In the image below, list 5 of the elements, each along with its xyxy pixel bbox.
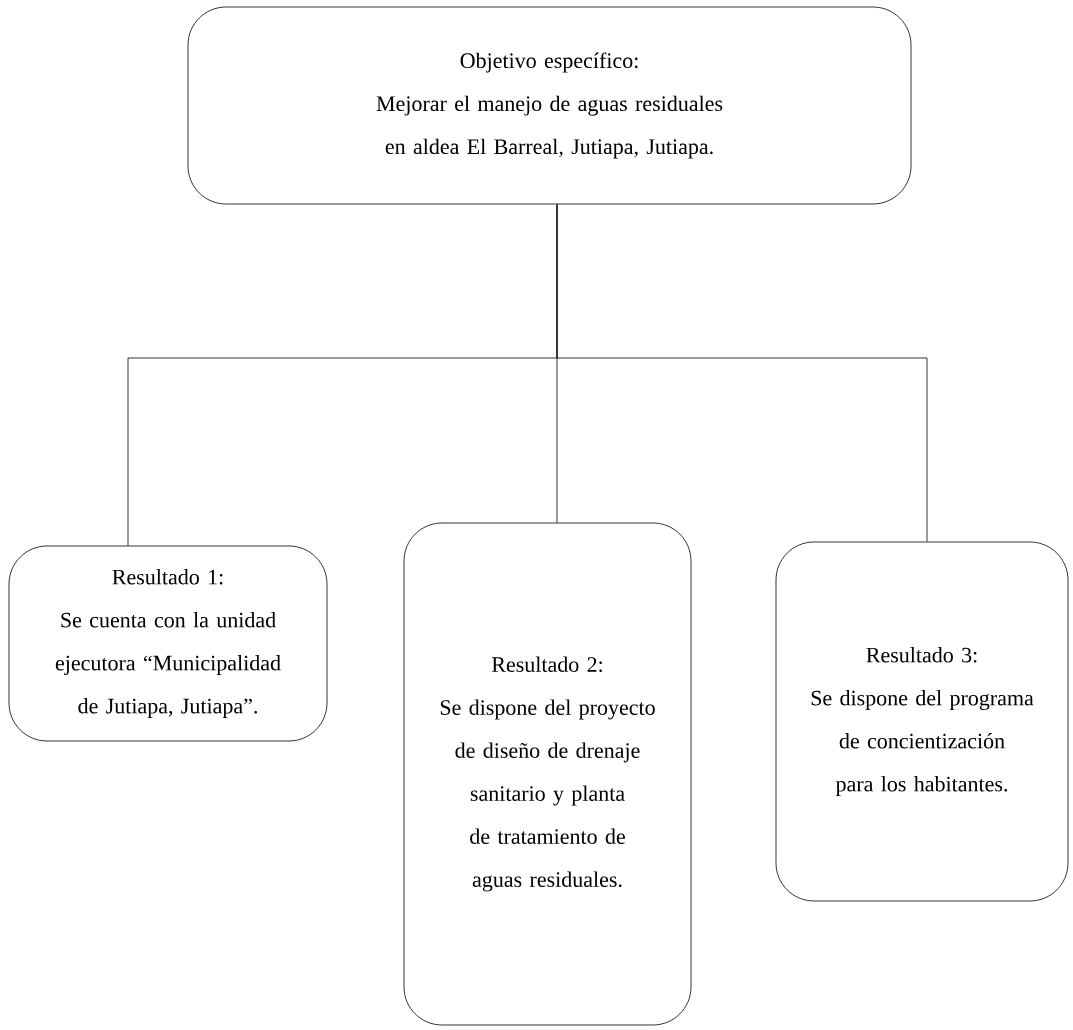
connector-line	[556, 204, 928, 542]
rounded-box: Resultado 3: Se dispone del programa de concientización para los habitantes.	[775, 541, 1069, 902]
rounded-box: Resultado 1: Se cuenta con la unidad ejecutora “Municipalidad de Jutiapa, Jutiapa”.	[8, 545, 328, 742]
rounded-box: Objetivo específico: Mejorar el manejo de aguas residuales en aldea El Barreal, Jutiapa, Jutiapa.	[187, 6, 912, 205]
rounded-box: Resultado 2: Se dispone del proyecto de diseño de drenaje sanitario y planta de tratamiento de aguas residuales.	[403, 522, 692, 1026]
